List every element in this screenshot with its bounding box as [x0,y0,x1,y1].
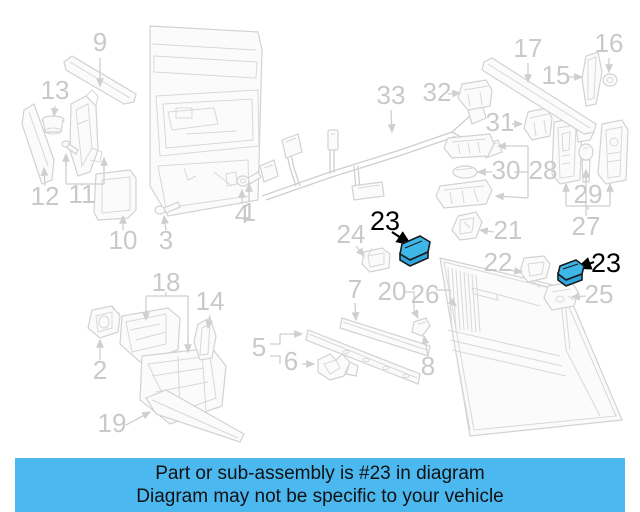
part-25-latch [543,281,579,311]
screw-part-11 [61,140,79,155]
part-30-group [435,133,495,209]
callout-label-33: 33 [377,80,406,110]
part-3-screw [154,201,181,215]
callout-label-14: 14 [196,286,225,316]
part-19-sill-trim [145,389,245,443]
callout-label-8: 8 [421,351,435,381]
caption-line-2: Diagram may not be specific to your vehi… [136,486,504,507]
part-11-pillar-trim [69,89,103,177]
part-18-console [119,307,227,425]
part-5-trim-rail [305,329,421,385]
callout-label-16: 16 [595,28,624,58]
callout-label-31: 31 [486,107,515,137]
callout-label-4: 4 [235,199,249,229]
callout-label-30: 30 [492,155,521,185]
callout-label-23: 23 [591,248,621,278]
callout-label-3: 3 [159,225,173,255]
callout-label-18: 18 [152,267,181,297]
callout-label-19: 19 [98,408,127,438]
callout-label-23: 23 [370,206,400,236]
part-8-clip [411,317,431,337]
cargo-cover-assembly [439,257,623,437]
callout-label-26: 26 [411,279,440,309]
callout-label-6: 6 [284,346,298,376]
callout-label-22: 22 [484,247,513,277]
callout-label-25: 25 [585,279,614,309]
wiring-harness-group [259,103,503,201]
callout-label-20: 20 [378,276,407,306]
door-trim-panel-group [149,25,263,217]
callout-label-29: 29 [574,179,603,209]
part-12-trim [21,103,55,185]
callout-label-10: 10 [109,225,138,255]
callout-label-24: 24 [337,219,366,249]
part-13-grommet [41,115,65,135]
caption-line-1: Part or sub-assembly is #23 in diagram [155,463,485,484]
part-2-component [87,305,121,339]
callout-label-32: 32 [423,77,452,107]
callout-label-12: 12 [31,181,60,211]
part-21-hook [451,211,483,241]
part-16-cap [602,73,618,87]
callout-label-15: 15 [542,60,571,90]
part-24-bracket [361,247,391,273]
part-1-panel-edge [213,171,233,187]
callout-label-27: 27 [572,211,601,241]
part-4-bolt [236,171,262,187]
callout-label-21: 21 [494,215,523,245]
callout-label-1: 1 [242,197,256,227]
callout-label-13: 13 [41,75,70,105]
caption-bar: Part or sub-assembly is #23 in diagram D… [15,458,625,512]
callout-label-7: 7 [348,274,362,304]
callout-label-9: 9 [93,27,107,57]
callout-label-2: 2 [93,355,107,385]
part-17-strip [481,57,597,135]
callout-label-17: 17 [514,33,543,63]
part-6-clip [317,353,359,381]
callout-label-5: 5 [252,332,266,362]
callout-label-28: 28 [529,155,558,185]
part-32-connector [457,79,493,111]
callout-label-11: 11 [69,179,96,209]
